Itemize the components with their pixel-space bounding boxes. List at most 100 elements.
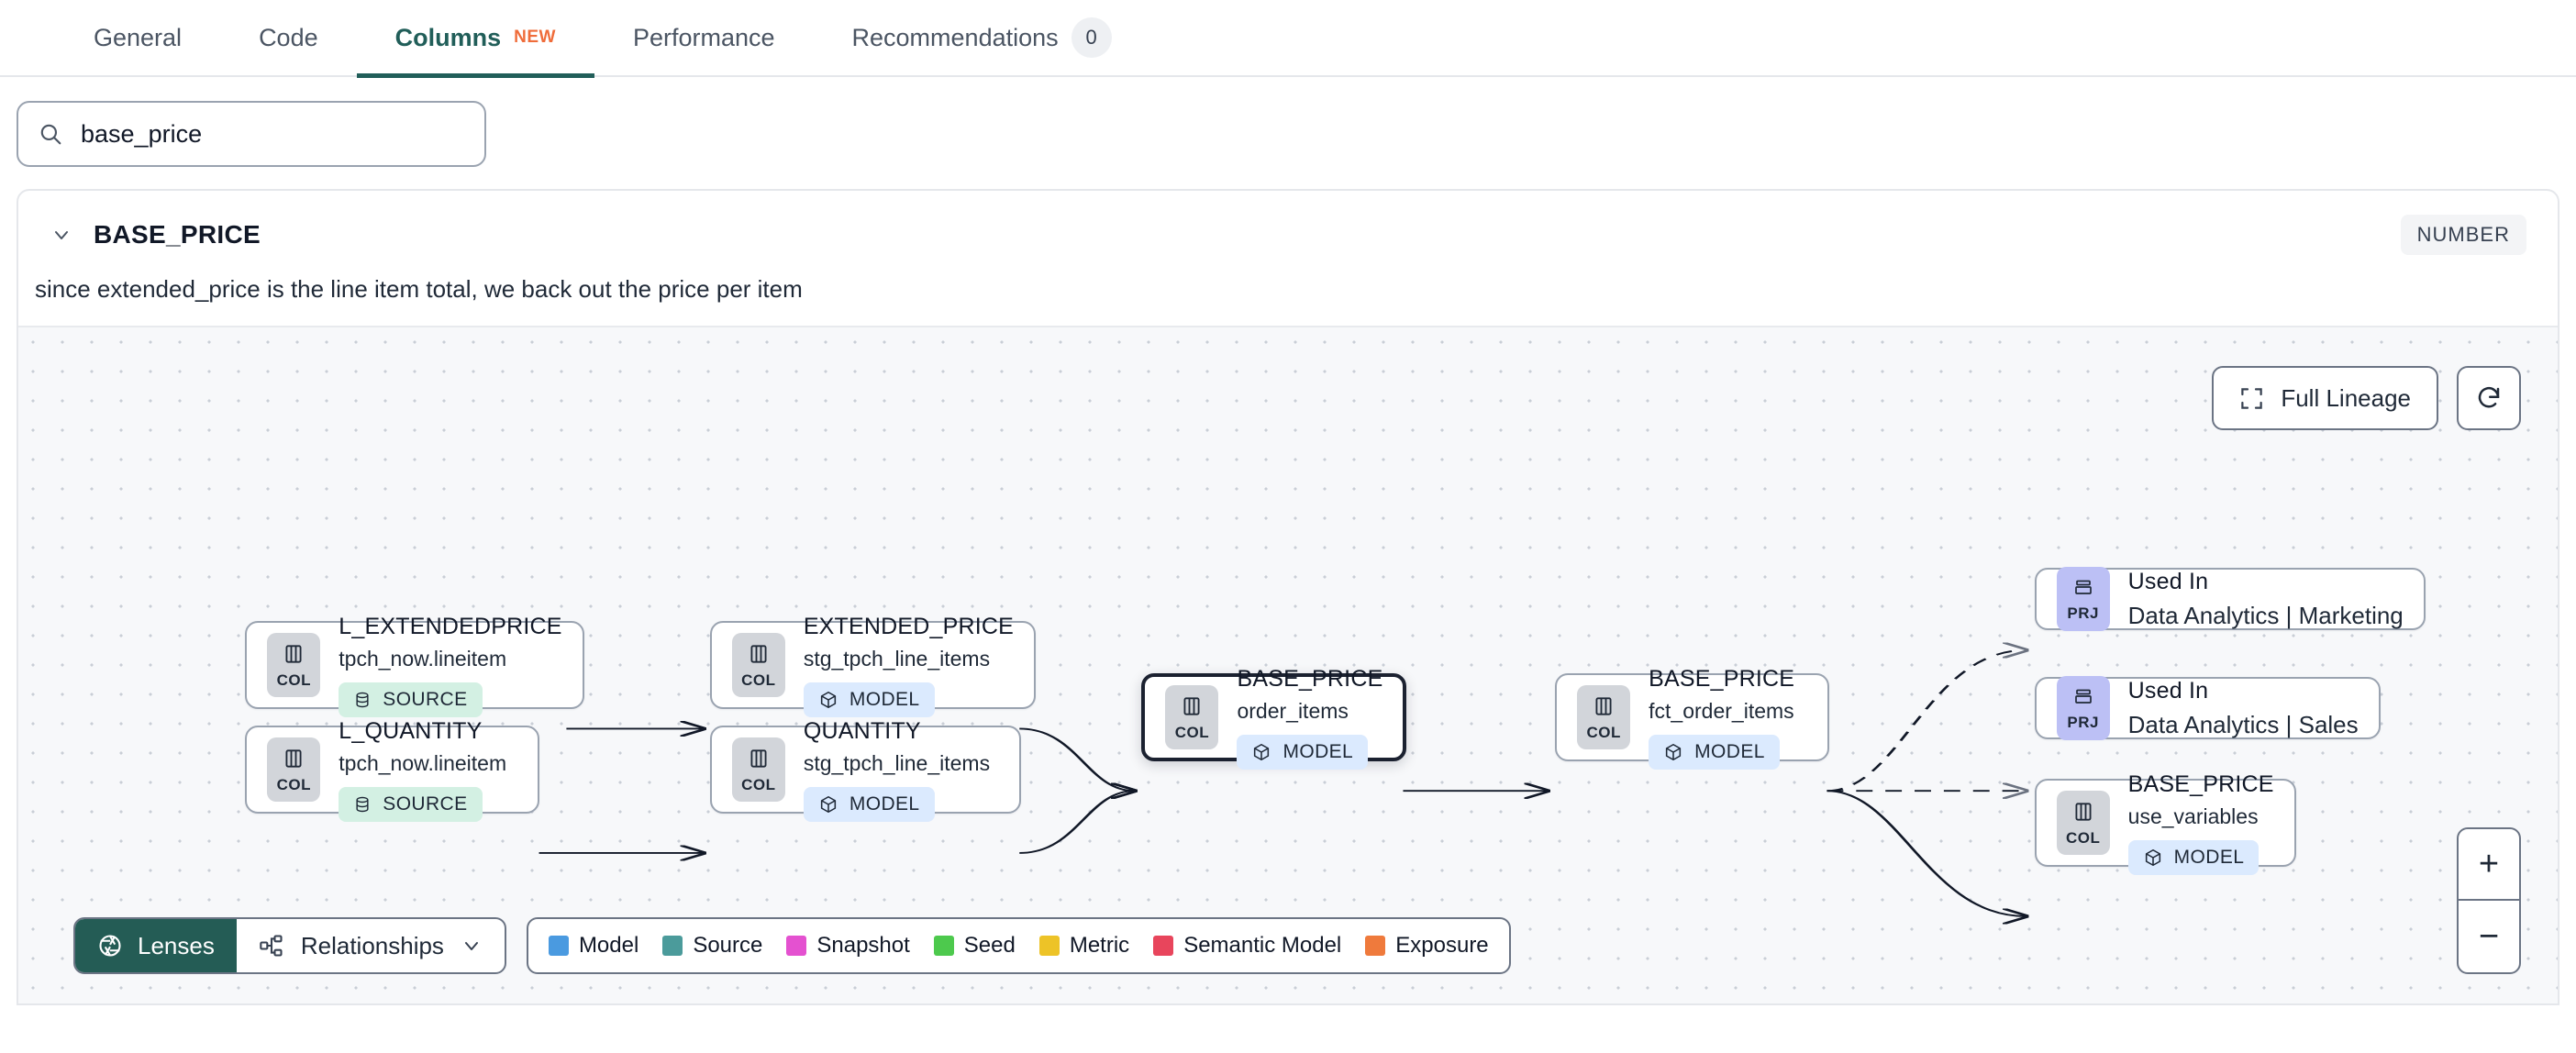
edge-extended-price-to-base-price bbox=[1019, 727, 1134, 791]
relationships-icon bbox=[259, 933, 284, 959]
materialization-label: MODEL bbox=[849, 688, 920, 710]
aperture-icon bbox=[97, 933, 123, 959]
project-icon bbox=[2071, 577, 2095, 604]
node-kind-label: COL bbox=[2065, 829, 2101, 847]
refresh-button[interactable] bbox=[2457, 366, 2521, 430]
node-subtitle: tpch_now.lineitem bbox=[339, 646, 507, 671]
tab-bar: General Code Columns NEW Performance Recommen… bbox=[0, 0, 2576, 78]
lenses-label: Lenses bbox=[138, 931, 215, 959]
cube-icon bbox=[818, 690, 838, 710]
legend-swatch bbox=[1365, 936, 1386, 956]
legend-item-seed[interactable]: Seed bbox=[933, 933, 1016, 959]
project-icon bbox=[2071, 686, 2095, 713]
legend-item-semantic-model[interactable]: Semantic Model bbox=[1153, 933, 1341, 959]
materialization-label: MODEL bbox=[2173, 846, 2245, 868]
tab-general[interactable]: General bbox=[55, 0, 220, 76]
cube-icon bbox=[1663, 742, 1683, 762]
column-icon-chip: COL bbox=[1577, 685, 1631, 749]
edge-fct-to-prj-marketing bbox=[1827, 650, 2026, 793]
refresh-icon bbox=[2475, 384, 2503, 412]
search-input[interactable] bbox=[81, 119, 464, 149]
node-subtitle: stg_tpch_line_items bbox=[803, 646, 991, 671]
search-box[interactable] bbox=[17, 101, 486, 167]
zoom-controls: + − bbox=[2457, 827, 2521, 974]
legend-label: Model bbox=[578, 933, 639, 958]
lineage-node-prj-sales[interactable]: PRJ Used In Data Analytics | Sales bbox=[2034, 676, 2381, 740]
materialization-label: MODEL bbox=[1694, 740, 1765, 762]
edge-quantity-to-base-price bbox=[1019, 791, 1134, 854]
materialization-badge: MODEL bbox=[2127, 839, 2260, 875]
canvas-top-controls: Full Lineage bbox=[2212, 366, 2521, 430]
legend-item-exposure[interactable]: Exposure bbox=[1365, 933, 1489, 959]
tab-columns[interactable]: Columns NEW bbox=[356, 0, 595, 78]
database-icon bbox=[353, 690, 372, 710]
zoom-in-button[interactable]: + bbox=[2459, 829, 2519, 901]
chevron-down-icon[interactable] bbox=[50, 223, 73, 247]
node-title: Used In bbox=[2127, 677, 2209, 704]
materialization-badge: MODEL bbox=[803, 682, 935, 717]
node-subtitle: Data Analytics | Sales bbox=[2127, 710, 2359, 738]
cube-icon bbox=[1251, 742, 1271, 762]
new-badge: NEW bbox=[514, 28, 556, 47]
column-icon bbox=[282, 642, 305, 671]
search-area bbox=[0, 77, 2576, 167]
materialization-badge: MODEL bbox=[1649, 734, 1780, 770]
node-kind-label: COL bbox=[1586, 724, 1621, 741]
legend-item-metric[interactable]: Metric bbox=[1038, 933, 1130, 959]
zoom-out-button[interactable]: − bbox=[2478, 916, 2500, 956]
column-icon-chip: COL bbox=[1165, 685, 1219, 749]
node-title: QUANTITY bbox=[803, 717, 921, 744]
node-kind-label: COL bbox=[276, 776, 311, 793]
legend-label: Snapshot bbox=[816, 933, 910, 958]
legend-label: Metric bbox=[1069, 933, 1130, 958]
canvas-bottom-toolbar: Lenses Relationships bbox=[73, 917, 1511, 974]
tab-performance[interactable]: Performance bbox=[594, 0, 814, 76]
node-kind-label: COL bbox=[741, 776, 776, 793]
database-icon bbox=[353, 794, 372, 815]
legend-swatch bbox=[786, 936, 807, 956]
legend-item-source[interactable]: Source bbox=[662, 933, 762, 959]
node-title: EXTENDED_PRICE bbox=[803, 613, 1015, 639]
legend-item-snapshot[interactable]: Snapshot bbox=[786, 933, 910, 959]
legend-item-model[interactable]: Model bbox=[548, 933, 639, 959]
column-icon bbox=[747, 747, 771, 775]
tab-code[interactable]: Code bbox=[220, 0, 357, 76]
node-kind-label: PRJ bbox=[2067, 714, 2099, 731]
legend-label: Source bbox=[693, 933, 763, 958]
tab-count-badge: 0 bbox=[1071, 17, 1112, 58]
cube-icon bbox=[818, 794, 838, 815]
project-icon-chip: PRJ bbox=[2056, 567, 2110, 631]
node-title: BASE_PRICE bbox=[1237, 665, 1383, 692]
tab-label: Performance bbox=[632, 23, 775, 51]
tab-label: Code bbox=[259, 23, 318, 51]
legend-label: Seed bbox=[963, 933, 1016, 958]
tab-label: Columns bbox=[394, 23, 502, 51]
chevron-down-icon bbox=[461, 935, 483, 957]
node-subtitle: order_items bbox=[1237, 698, 1349, 723]
legend-label: Semantic Model bbox=[1183, 933, 1342, 958]
full-lineage-button[interactable]: Full Lineage bbox=[2212, 366, 2438, 430]
column-icon bbox=[282, 747, 305, 775]
node-subtitle: use_variables bbox=[2127, 804, 2259, 828]
node-kind-label: COL bbox=[1174, 724, 1210, 741]
lenses-button[interactable]: Lenses bbox=[75, 919, 237, 972]
materialization-label: SOURCE bbox=[383, 688, 468, 710]
relationships-button[interactable]: Relationships bbox=[237, 919, 505, 972]
legend-swatch bbox=[548, 936, 569, 956]
node-title: Used In bbox=[2127, 568, 2209, 594]
column-type-badge: NUMBER bbox=[2400, 215, 2526, 255]
full-lineage-label: Full Lineage bbox=[2281, 383, 2411, 412]
node-title: L_EXTENDEDPRICE bbox=[339, 613, 562, 639]
column-icon-chip: COL bbox=[731, 737, 785, 802]
tab-label: General bbox=[94, 23, 183, 51]
